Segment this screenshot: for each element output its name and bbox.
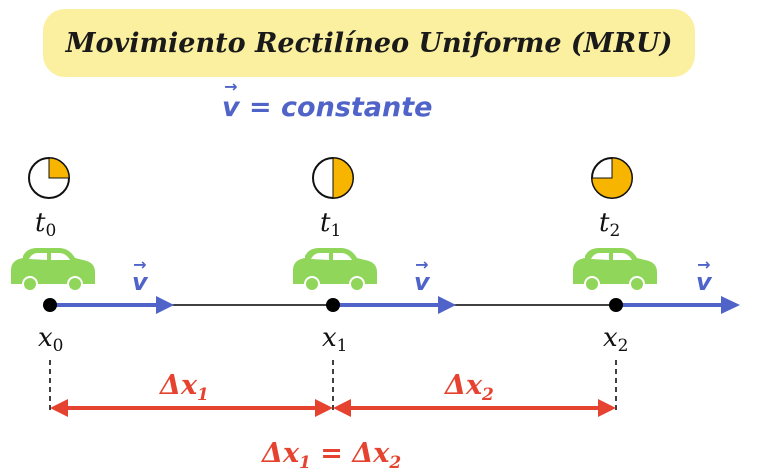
- vector-arrow-icon: →: [697, 255, 711, 274]
- vector-arrow-icon: →: [224, 77, 238, 96]
- velocity-arrow-icon: [50, 296, 174, 314]
- title: Movimiento Rectilíneo Uniforme (MRU): [65, 27, 673, 59]
- position-point: [326, 298, 340, 312]
- time-label: t0: [35, 208, 57, 241]
- displacement-arrow: [50, 399, 333, 417]
- clock-icon: [591, 157, 633, 199]
- time-label: t2: [599, 208, 621, 241]
- car-icon: [11, 248, 95, 292]
- clock-icon: [312, 157, 354, 199]
- vector-arrow-icon: →: [415, 255, 429, 274]
- velocity-label: →v: [132, 255, 148, 296]
- position-label: x2: [603, 323, 629, 356]
- velocity-equation-text: = constante: [249, 92, 433, 123]
- velocity-arrow-icon: [333, 296, 456, 314]
- displacement-arrow: [333, 399, 616, 417]
- velocity-label: →v: [414, 255, 430, 296]
- car-icon: [293, 248, 377, 292]
- displacement-label: Δx2: [445, 370, 494, 405]
- car-icon: [573, 248, 657, 292]
- position-label: x1: [322, 323, 348, 356]
- position-point: [43, 298, 57, 312]
- title-banner: Movimiento Rectilíneo Uniforme (MRU): [43, 9, 695, 77]
- velocity-equation: →v = constante: [222, 77, 433, 124]
- velocity-vector-symbol: →v: [222, 77, 240, 124]
- position-label: x0: [38, 323, 64, 356]
- velocity-label: →v: [696, 255, 712, 296]
- velocity-arrow-icon: [616, 296, 740, 314]
- displacement-label: Δx1: [160, 370, 209, 405]
- vector-arrow-icon: →: [133, 255, 147, 274]
- displacement-equality: Δx1 = Δx2: [262, 438, 402, 473]
- position-point: [609, 298, 623, 312]
- time-label: t1: [320, 208, 342, 241]
- clock-icon: [28, 157, 70, 199]
